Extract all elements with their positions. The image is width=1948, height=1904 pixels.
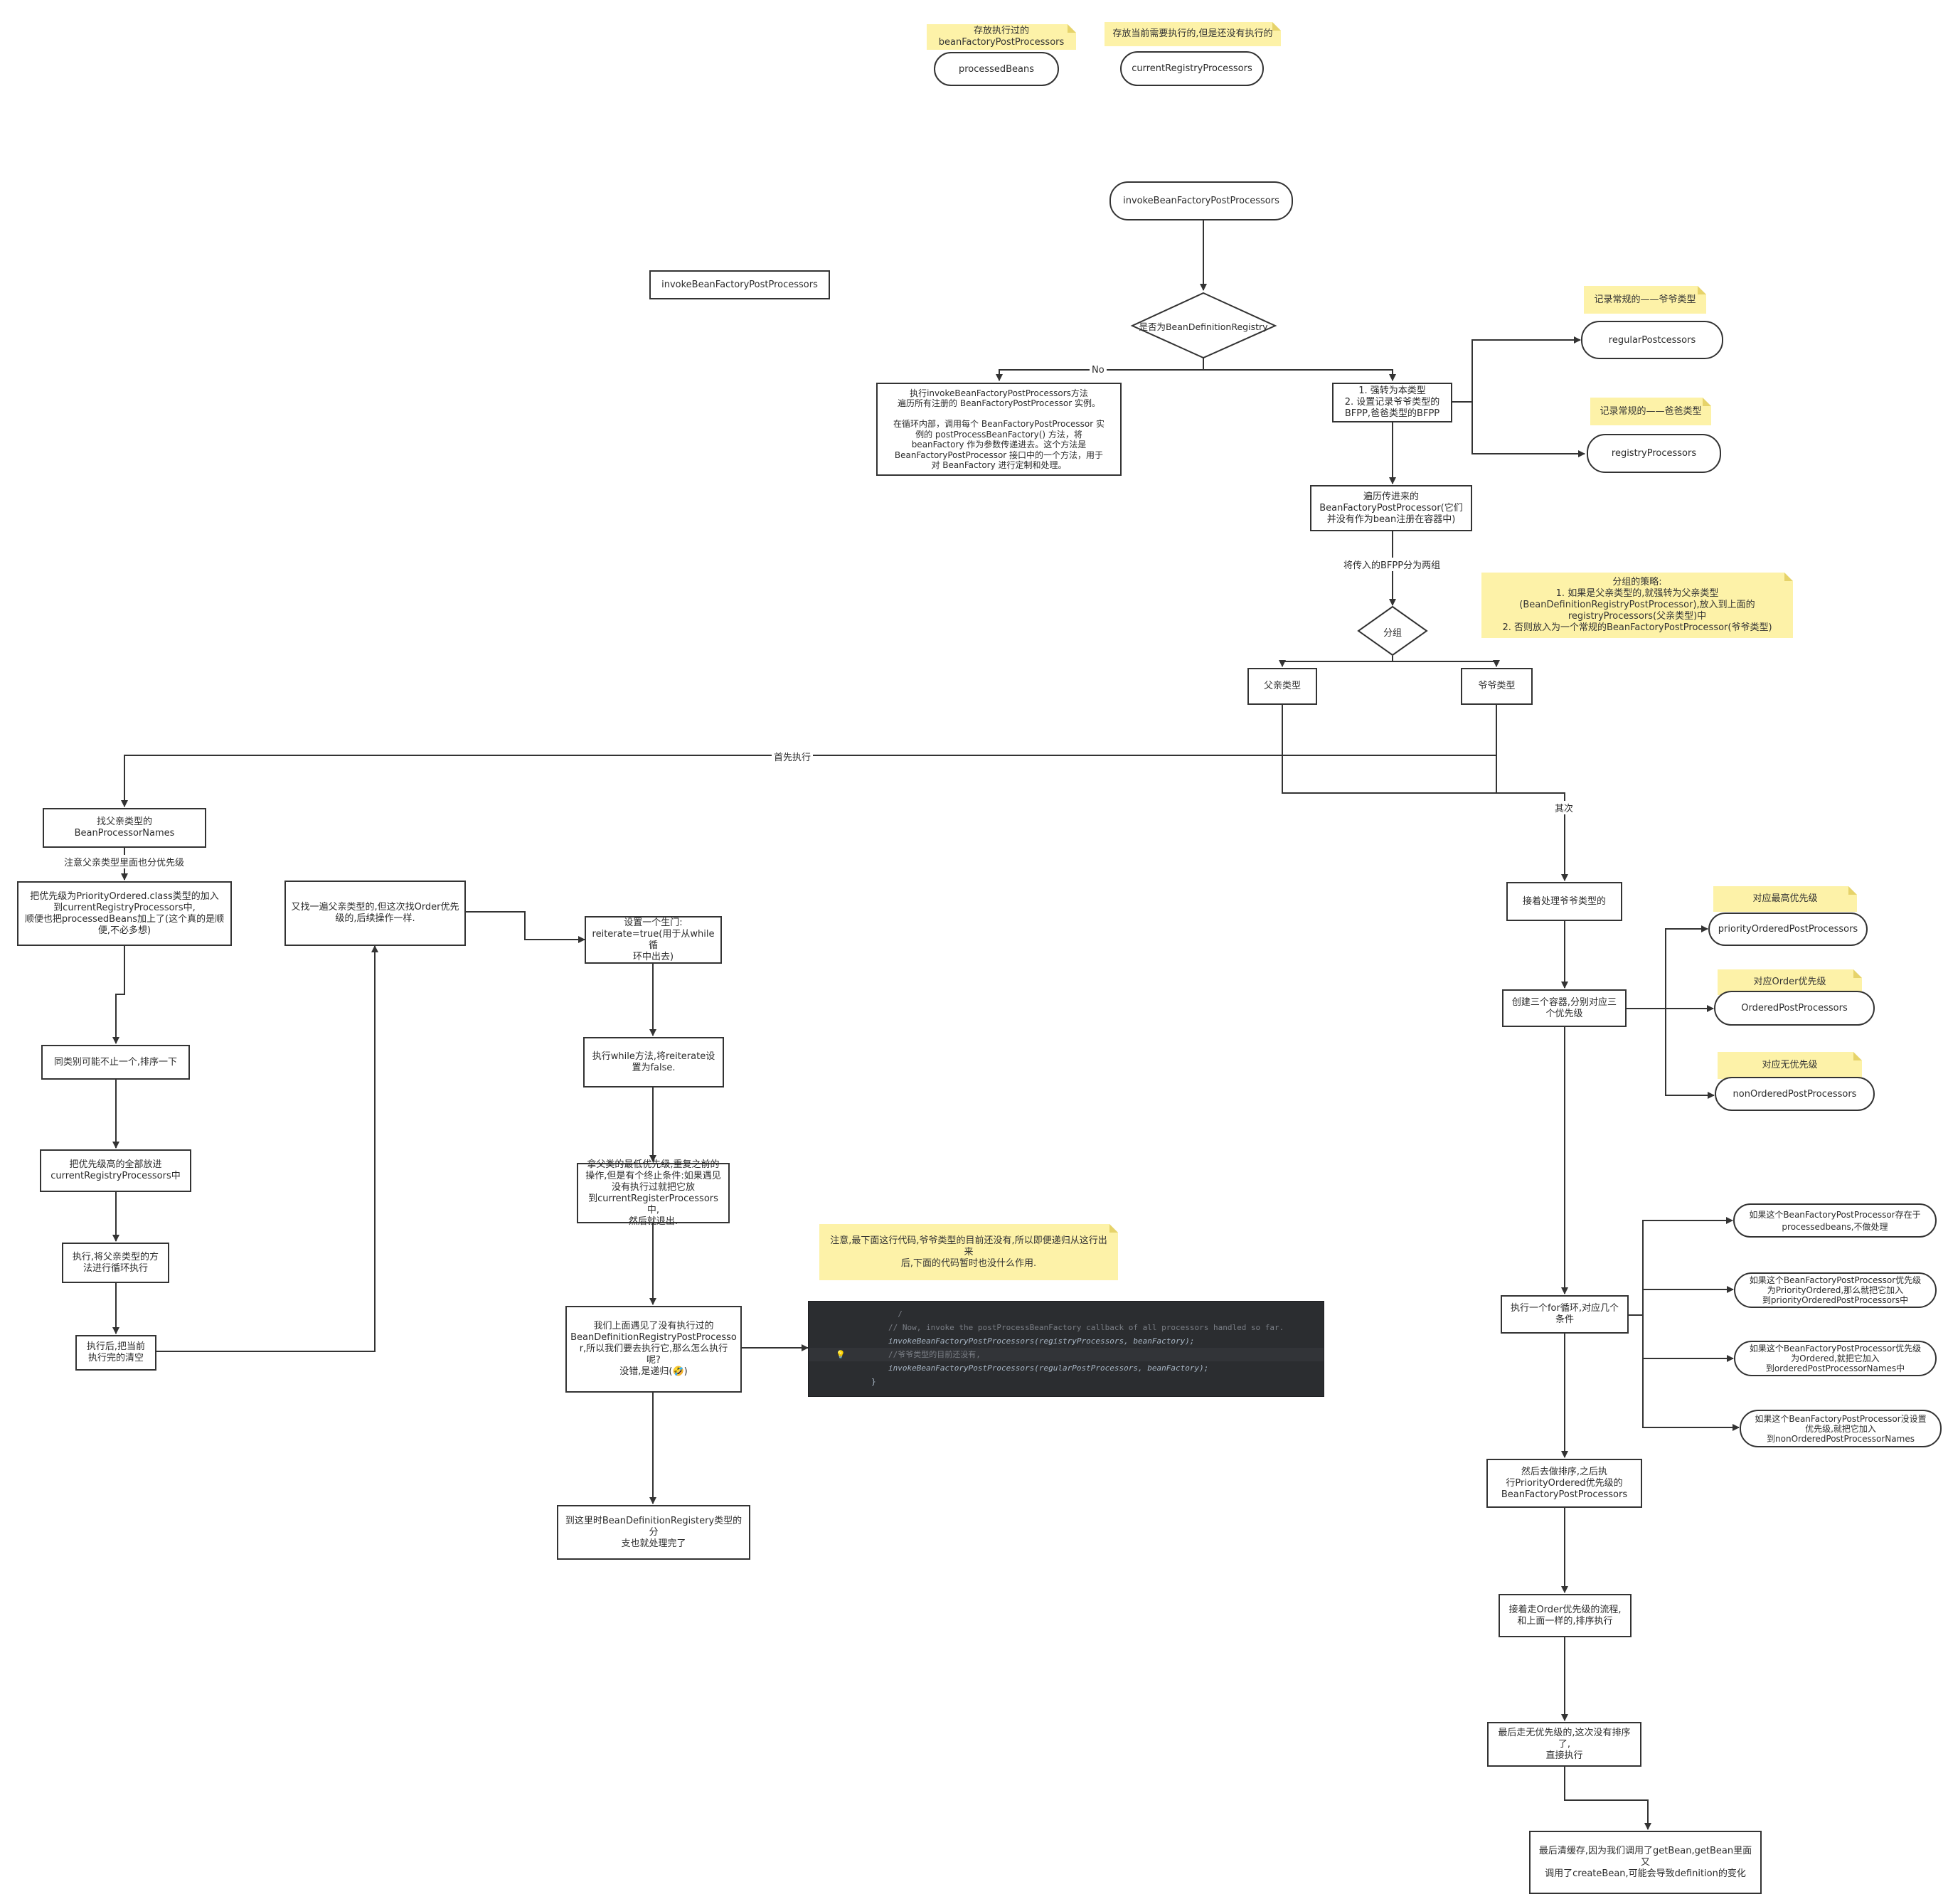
note-current-registry: 存放当前需要执行的,但是还没有执行的 <box>1105 22 1281 46</box>
note-strategy: 分组的策略: 1. 如果是父亲类型的,就强转为父亲类型 (BeanDefinit… <box>1481 573 1793 638</box>
diamond-group <box>1357 605 1428 656</box>
box-clear-cache: 最后清缓存,因为我们调用了getBean,getBean里面又 调用了creat… <box>1529 1831 1762 1894</box>
edge-label-no: No <box>1090 365 1107 376</box>
edge-for-cond3 <box>1642 1315 1734 1362</box>
box-exec-loop: 执行,将父亲类型的方 法进行循环执行 <box>62 1243 169 1283</box>
box-no-branch: 执行invokeBeanFactoryPostProcessors方法 遍历所有… <box>876 383 1122 476</box>
edge-findagain-reiterate <box>466 911 585 943</box>
box-find-parent: 找父亲类型的 BeanProcessorNames <box>43 808 206 848</box>
box-handle-grand: 接着处理爷爷类型的 <box>1506 882 1622 921</box>
box-lowest: 拿父类的最低优先级,重复之前的 操作,但是有个终止条件:如果遇见 没有执行过就把… <box>577 1159 730 1227</box>
box-reiterate: 设置一个生门: reiterate=true(用于从while循 环中出去) <box>585 916 722 964</box>
lightbulb-icon: 💡 <box>836 1350 846 1359</box>
box-grand-type: 爷爷类型 <box>1461 668 1533 705</box>
box-sort: 同类别可能不止一个,排序一下 <box>41 1045 190 1080</box>
box-put-high: 把优先级高的全部放进 currentRegistryProcessors中 <box>40 1149 191 1192</box>
box-priority-add: 把优先级为PriorityOrdered.class类型的加入 到current… <box>17 881 232 946</box>
edge-three-priority <box>1627 925 1708 1009</box>
code-line: / <box>888 1309 903 1319</box>
diamond-is-registry <box>1130 292 1277 359</box>
code-screenshot: / // Now, invoke the postProcessBeanFact… <box>808 1301 1324 1397</box>
terminal-cond-non-ordered: 如果这个BeanFactoryPostProcessor没设置 优先级,就把它加… <box>1740 1410 1942 1447</box>
note-processed-beans: 存放执行过的 beanFactoryPostProcessors <box>927 24 1076 50</box>
terminal-registry: registryProcessors <box>1587 434 1721 473</box>
edge-priority-sort <box>112 946 125 1044</box>
box-for-loop: 执行一个for循环,对应几个 条件 <box>1501 1295 1629 1334</box>
code-line: 💡//爷爷类型的目前还没有, <box>809 1348 1324 1361</box>
edge-cast-regular <box>1452 336 1581 403</box>
box-find-again: 又找一遍父亲类型的,但这次找Order优先 级的,后续操作一样. <box>284 881 466 946</box>
note-no-priority: 对应无优先级 <box>1718 1052 1862 1079</box>
note-registry: 记录常规的——爸爸类型 <box>1590 398 1711 425</box>
edge-clear-findagain <box>156 945 378 1352</box>
box-cast: 1. 强转为本类型 2. 设置记录爷爷类型的 BFPP,爸爸类型的BFPP <box>1332 383 1452 422</box>
title-box: invokeBeanFactoryPostProcessors <box>649 270 830 299</box>
box-recursion: 我们上面遇见了没有执行过的 BeanDefinitionRegistryPost… <box>565 1306 742 1393</box>
box-clear: 执行后,把当前 执行完的清空 <box>75 1335 156 1371</box>
edge-label-parent-priority: 注意父亲类型里面也分优先级 <box>62 855 187 868</box>
edge-label-first: 首先执行 <box>772 750 814 763</box>
edge-label-then: 其次 <box>1553 801 1576 814</box>
edge-cast-registry <box>1471 402 1585 457</box>
box-while-exec: 执行while方法,将reiterate设 置为false. <box>583 1037 724 1087</box>
terminal-start: invokeBeanFactoryPostProcessors <box>1109 181 1293 220</box>
terminal-cond-ordered: 如果这个BeanFactoryPostProcessor优先级 为Ordered… <box>1734 1341 1937 1376</box>
edge-then-exec <box>1282 705 1568 881</box>
terminal-cond-processed: 如果这个BeanFactoryPostProcessor存在于 processe… <box>1733 1203 1937 1238</box>
terminal-ordered: OrderedPostProcessors <box>1714 991 1875 1026</box>
note-highest-priority: 对应最高优先级 <box>1713 886 1857 912</box>
terminal-priority-ordered: priorityOrderedPostProcessors <box>1708 913 1868 946</box>
box-parent-type: 父亲类型 <box>1247 668 1317 705</box>
edge-three-nonordered <box>1665 1009 1715 1099</box>
terminal-current-registry: currentRegistryProcessors <box>1120 51 1264 86</box>
terminal-processed-beans: processedBeans <box>934 52 1059 86</box>
code-line: } <box>871 1377 876 1386</box>
edge-nopriority-clear <box>1564 1767 1651 1830</box>
edge-for-cond2 <box>1642 1286 1734 1315</box>
edge-diamond-yes <box>1203 369 1396 381</box>
code-line: invokeBeanFactoryPostProcessors(registry… <box>888 1336 1195 1346</box>
note-code: 注意,最下面这行代码,爷爷类型的目前还没有,所以即便递归从这行出来 后,下面的代… <box>819 1224 1118 1280</box>
edge-label-split: 将传入的BFPP分为两组 <box>1341 558 1443 571</box>
edge-for-cond1 <box>1629 1217 1733 1316</box>
edge-group-grand <box>1393 660 1500 667</box>
box-done: 到这里时BeanDefinitionRegistery类型的分 支也就处理完了 <box>557 1505 750 1560</box>
edge-group-parent <box>1279 656 1393 667</box>
terminal-cond-priority-ordered: 如果这个BeanFactoryPostProcessor优先级 为Priorit… <box>1734 1272 1937 1308</box>
box-no-priority-exec: 最后走无优先级的,这次没有排序了, 直接执行 <box>1487 1722 1641 1767</box>
box-three-containers: 创建三个容器,分别对应三 个优先级 <box>1502 989 1627 1027</box>
code-line: invokeBeanFactoryPostProcessors(regularP… <box>888 1363 1209 1373</box>
box-order-flow: 接着走Order优先级的流程, 和上面一样的,排序执行 <box>1499 1594 1632 1637</box>
terminal-regular: regularPostcessors <box>1581 321 1723 359</box>
box-traverse: 遍历传进来的 BeanFactoryPostProcessor(它们 并没有作为… <box>1310 485 1472 531</box>
terminal-non-ordered: nonOrderedPostProcessors <box>1715 1077 1875 1111</box>
code-line: // Now, invoke the postProcessBeanFactor… <box>888 1323 1284 1332</box>
box-sort-priority: 然后去做排序,之后执 行PriorityOrdered优先级的 BeanFact… <box>1486 1459 1642 1508</box>
note-regular: 记录常规的——爷爷类型 <box>1584 286 1706 314</box>
edge-for-cond4 <box>1642 1315 1740 1431</box>
diamond-label-group: 分组 <box>1383 627 1402 639</box>
diamond-label-is-registry: 是否为BeanDefinitionRegistry <box>1139 321 1268 332</box>
